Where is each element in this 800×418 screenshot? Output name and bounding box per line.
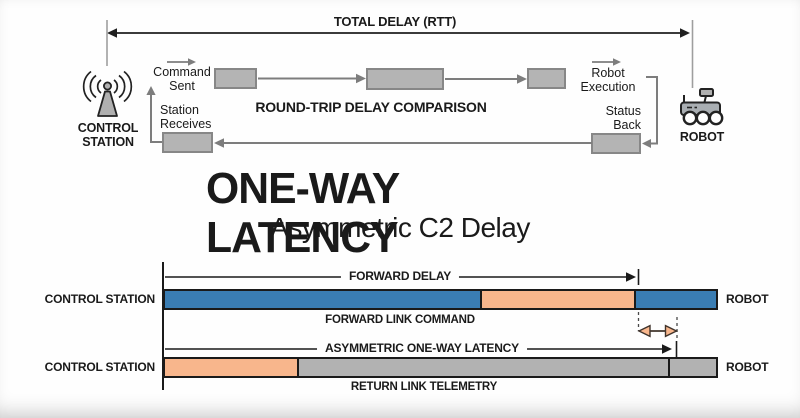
status-back-connector [591,76,658,154]
process-box [162,132,213,153]
robot-label-row1: ROBOT [726,292,769,306]
bar-segment [165,359,299,376]
bar-segment [670,359,716,376]
process-box [214,68,257,89]
robot-label-row2: ROBOT [726,360,769,374]
forward-delay-label: FORWARD DELAY [340,269,460,284]
bar-segment [635,291,716,308]
process-box [366,68,444,90]
round-trip-title: ROUND-TRIP DELAY COMPARISON [255,99,487,115]
page-title: ONE-WAY LATENCY [206,164,399,263]
control-station-label-top: CONTROL STATION [77,121,139,149]
control-station-label-row1: CONTROL STATION [44,292,156,306]
forward-link-bar [163,289,718,310]
command-sent-label: Command Sent [153,65,211,93]
return-link-bar [163,357,718,378]
bar-segment [165,291,482,308]
bar-segment [481,291,636,308]
robot-execution-arrow-icon [592,58,621,66]
robot-execution-label: Robot Execution [580,66,636,94]
forward-link-caption: FORWARD LINK COMMAND [325,314,475,326]
process-box [591,133,641,154]
command-sent-arrow-icon [167,58,196,66]
latency-gap-indicator [637,312,679,338]
process-box [527,68,566,89]
page-subtitle: Asymmetric C2 Delay [270,212,530,243]
bar-segment [298,359,671,376]
forward-path [214,68,566,90]
control-station-icon [82,70,133,117]
status-back-label: Status Back [605,104,641,132]
rtt-span-arrow [106,20,694,88]
robot-label-top: ROBOT [679,130,725,144]
station-receives-label: Station Receives [160,103,212,131]
return-link-caption: RETURN LINK TELEMETRY [350,381,498,393]
robot-icon [680,88,724,126]
total-delay-label: TOTAL DELAY (RTT) [333,14,457,29]
return-path [146,86,592,153]
control-station-label-row2: CONTROL STATION [44,360,156,374]
asymmetric-latency-label: ASYMMETRIC ONE-WAY LATENCY [317,341,527,356]
